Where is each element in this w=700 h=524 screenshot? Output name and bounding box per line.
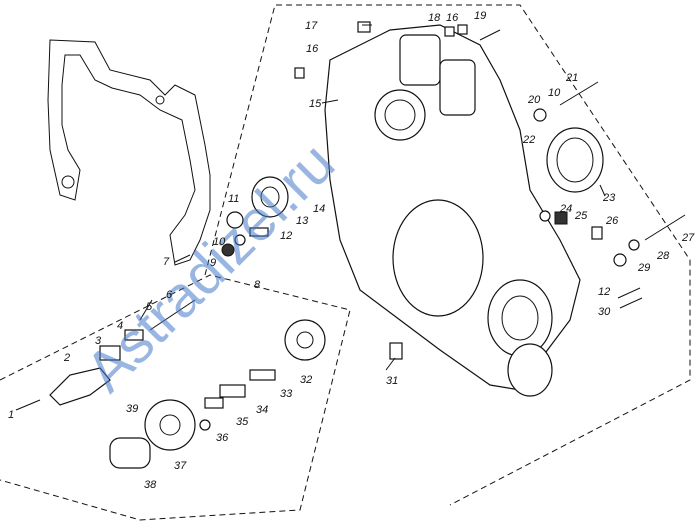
nut-9	[221, 243, 235, 257]
callout-label: 37	[174, 460, 187, 472]
upper-boundary	[204, 4, 691, 506]
nut-25	[554, 211, 568, 225]
lower-boundary	[0, 274, 351, 521]
callout-label: 2	[63, 352, 70, 364]
callout-label: 36	[216, 432, 229, 444]
callout-label: 35	[236, 416, 249, 428]
callout-label: 24	[559, 203, 572, 215]
callout-label: 32	[300, 374, 312, 386]
callout-label: 3	[95, 335, 102, 347]
callout-label: 18	[428, 12, 441, 24]
callout-label: 28	[656, 250, 670, 262]
oil-seal	[546, 127, 604, 193]
bolt-27	[644, 214, 686, 241]
callout-label: 33	[280, 388, 293, 400]
plug-18	[444, 26, 455, 37]
stud-30	[619, 297, 643, 309]
callout-label: 19	[474, 10, 486, 22]
callout-labels: 1 2 3 4 5 6 7 8 9 10 11 12 13 14 15 16 1…	[8, 10, 695, 491]
washer-24	[539, 210, 551, 222]
spring-3	[99, 345, 121, 361]
plug-17	[357, 21, 371, 33]
callout-label: 9	[210, 257, 216, 269]
gasket-hole	[155, 95, 165, 105]
callout-label: 26	[605, 215, 619, 227]
callout-label: 12	[598, 286, 610, 298]
washer-20	[533, 108, 547, 122]
callout-label: 38	[144, 479, 157, 491]
callout-label: 21	[565, 72, 578, 84]
gasket	[47, 39, 211, 266]
cover-39	[144, 399, 196, 451]
washer-11	[226, 211, 244, 229]
callout-label: 15	[309, 98, 322, 110]
callout-label: 31	[386, 375, 398, 387]
pin-33	[249, 369, 276, 381]
callout-label: 25	[574, 210, 588, 222]
bearing-cap-14	[251, 176, 289, 218]
callout-label: 17	[305, 20, 318, 32]
spring-34	[219, 384, 246, 398]
callout-label: 10	[548, 87, 561, 99]
plug-31	[389, 342, 403, 360]
callout-label: 23	[602, 192, 616, 204]
callout-label: 1	[8, 409, 14, 421]
callout-label: 30	[598, 306, 611, 318]
callout-label: 16	[446, 12, 459, 24]
plunger-35	[204, 397, 224, 409]
callout-label: 13	[296, 215, 309, 227]
callout-label: 11	[228, 193, 239, 205]
piston-4	[124, 329, 144, 341]
washer-36	[199, 419, 211, 431]
callout-label: 27	[681, 232, 695, 244]
stud-19	[479, 29, 501, 41]
gasket-hole	[61, 175, 75, 189]
callout-label: 29	[637, 262, 650, 274]
bolt-12	[249, 227, 269, 237]
leader-lines	[15, 24, 606, 411]
callout-label: 12	[280, 230, 292, 242]
washer-29	[613, 253, 627, 267]
callout-label: 34	[256, 404, 268, 416]
bolt-21	[559, 81, 599, 106]
plug-16b	[294, 67, 305, 79]
callout-label: 22	[522, 134, 535, 146]
stud-12	[617, 287, 641, 299]
callout-label: 4	[117, 320, 123, 332]
pin-5	[139, 299, 153, 321]
housing-pump-mount	[487, 279, 553, 357]
plug-16	[457, 24, 468, 35]
gear-32	[284, 319, 326, 361]
housing-2	[49, 367, 111, 406]
housing-bore	[374, 89, 426, 141]
callout-label: 5	[146, 301, 153, 313]
callout-label: 6	[166, 289, 173, 301]
callout-label: 7	[163, 256, 170, 268]
callout-label: 16	[306, 43, 319, 55]
callout-label: 39	[126, 403, 138, 415]
shaft-6	[149, 299, 196, 331]
housing-large-opening	[392, 199, 484, 317]
cap-38	[109, 437, 151, 469]
washer-28	[628, 239, 640, 251]
callout-label: 8	[254, 279, 261, 291]
callout-label: 10	[213, 236, 226, 248]
callout-label: 14	[313, 203, 325, 215]
callout-label: 20	[527, 94, 541, 106]
plug-26	[591, 226, 603, 240]
washer-10	[234, 234, 246, 246]
